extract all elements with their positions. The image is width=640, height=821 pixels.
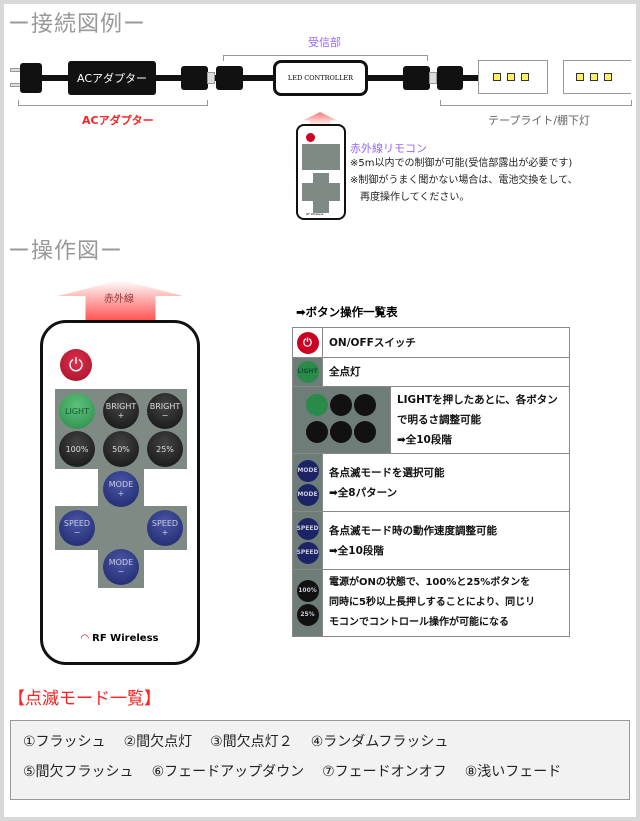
mode-up-button[interactable]: MODE + — [103, 471, 139, 507]
adapter-bracket — [18, 100, 208, 106]
brightness-buttons-icon — [292, 386, 391, 454]
mode-item: ⑥フェードアップダウン — [151, 764, 305, 780]
modes-box: ①フラッシュ ②間欠点灯 ③間欠点灯２ ④ランダムフラッシュ ⑤間欠フラッシュ ⑥フェー… — [10, 720, 630, 800]
50-percent-button[interactable]: 50% — [103, 431, 139, 467]
operation-diagram-title: ー操作図ー — [8, 239, 124, 264]
mode-down-button[interactable]: MODE − — [103, 549, 139, 585]
speed-icon: SPEED — [296, 517, 319, 540]
100-25-icon: 100% — [296, 580, 319, 602]
receiver-label: 受信部 — [308, 36, 341, 49]
mode-item: ③間欠点灯２ — [210, 734, 293, 750]
connection-diagram-title: ー接続図例ー — [8, 12, 147, 37]
connector — [437, 66, 463, 90]
speed-down-button[interactable]: SPEED − — [59, 510, 95, 546]
mode-item: ⑦フェードオンオフ — [322, 764, 447, 780]
table-row: 100%25%電源がONの状態で、100%と25%ボタンを同時に5秒以上長押しす… — [292, 569, 570, 637]
ac-adapter-box: ACアダプター — [68, 61, 156, 95]
tape-light — [478, 60, 548, 94]
adapter-label: ACアダプター — [82, 114, 154, 127]
remote-small-image: RF Wireless — [296, 124, 346, 220]
speed-up-button[interactable]: SPEED + — [147, 510, 183, 546]
connector — [216, 66, 243, 90]
mode-icon: MODE — [296, 459, 319, 482]
tape-light-end — [563, 60, 631, 94]
mode-item: ④ランダムフラッシュ — [310, 734, 449, 750]
plug — [20, 63, 42, 93]
bright-up-button[interactable]: BRIGHT + — [103, 393, 139, 429]
mode-item: ⑧浅いフェード — [464, 764, 562, 780]
mode-item: ⑤間欠フラッシュ — [23, 764, 134, 780]
remote-notes: ※5m以内での制御が可能(受信部露出が必要です) ※制御がうまく聞かない場合は、… — [350, 158, 578, 203]
power-icon: ⏻ — [296, 331, 319, 354]
remote-control: ⏻ LIGHT BRIGHT + BRIGHT − 100% 50% 25% M… — [40, 320, 200, 665]
tape-bracket — [440, 100, 632, 106]
table-title: ➡ボタン操作一覧表 — [296, 305, 398, 319]
modes-title: 【点滅モード一覧】 — [8, 689, 161, 709]
power-button[interactable]: ⏻ — [60, 349, 92, 381]
rf-wireless-label: ◠ RF Wireless — [81, 633, 159, 644]
receiver-bracket — [223, 55, 428, 61]
connector — [403, 66, 430, 90]
ir-label: 赤外線 — [104, 294, 134, 305]
mode-item: ②間欠点灯 — [123, 734, 193, 750]
light-button[interactable]: LIGHT — [59, 393, 95, 429]
remote-label: 赤外線リモコン — [350, 142, 427, 155]
table-row: LIGHTを押したあとに、各ボタンで明るさ調整可能➡全10段階 — [292, 386, 571, 454]
bright-down-button[interactable]: BRIGHT − — [147, 393, 183, 429]
100-percent-button[interactable]: 100% — [59, 431, 95, 467]
light-icon: LIGHT — [296, 361, 319, 383]
mode-item: ①フラッシュ — [23, 734, 106, 750]
tape-label: テープライト/棚下灯 — [488, 114, 591, 127]
led-controller-box: LED CONTROLLER — [273, 60, 368, 96]
table-row: ⏻ON/OFFスイッチ — [292, 327, 570, 358]
25-percent-button[interactable]: 25% — [147, 431, 183, 467]
connector — [181, 66, 208, 90]
wifi-icon: ◠ — [81, 633, 93, 644]
